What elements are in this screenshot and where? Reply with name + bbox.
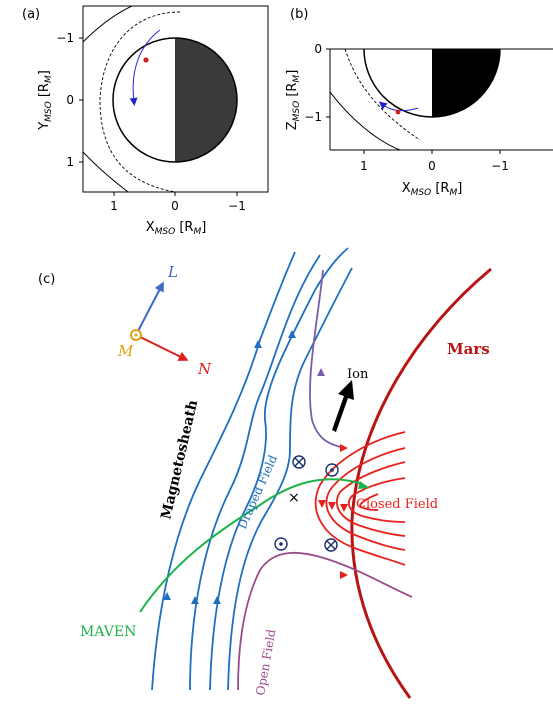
field-direction-symbols	[274, 455, 339, 552]
x-tick-label: 0	[171, 199, 179, 213]
arrowhead	[328, 502, 336, 510]
y-axis-label: ZMSO [RM]	[285, 70, 302, 131]
out-of-page-symbol	[274, 537, 288, 551]
into-page-cross	[294, 457, 304, 467]
mars-label: Mars	[447, 340, 490, 358]
arrowhead	[288, 330, 296, 338]
arrowhead	[191, 596, 199, 604]
into-page-symbol	[324, 538, 338, 552]
panel-a: (a) 1 0 −1 −1 0 1 XMSO [RM] YMSO [RM]	[22, 5, 269, 237]
mars-nightside	[175, 38, 237, 162]
closed-field-line	[314, 431, 406, 566]
arrowhead	[317, 368, 325, 376]
event-marker	[395, 109, 401, 115]
y-tick-label: 0	[314, 42, 322, 56]
x-tick-label: 1	[110, 199, 118, 213]
into-page-symbol	[292, 455, 306, 469]
out-of-page-dot	[279, 542, 283, 546]
bow-shock-line	[83, 6, 133, 43]
maven-track	[129, 29, 161, 106]
draped-field-label: Draped Field	[235, 453, 280, 532]
mars-outline	[363, 49, 501, 118]
panel-b-label: (b)	[290, 7, 308, 22]
into-page-cross	[326, 540, 336, 550]
arrowhead	[213, 596, 221, 604]
arrowhead	[163, 592, 171, 600]
m-axis-label: M	[117, 342, 134, 360]
x-axis-label: XMSO [RM]	[146, 220, 207, 237]
maven-label: MAVEN	[80, 624, 136, 640]
y-tick-label: −1	[304, 110, 322, 124]
closed-field-line	[325, 447, 406, 551]
draped-field-line	[189, 254, 321, 691]
y-tick-label: 1	[66, 155, 74, 169]
mpb-boundary	[99, 11, 181, 192]
ion-label: Ion	[347, 367, 369, 382]
mpb-boundary	[344, 49, 421, 141]
arrowhead	[340, 444, 348, 452]
x-tick-label: 1	[360, 159, 368, 173]
panel-c: (c) L M N Mars	[38, 247, 492, 699]
n-axis-arrow	[135, 334, 189, 361]
m-axis-dot	[134, 333, 138, 337]
bow-shock-line	[330, 91, 401, 150]
draped-arrowheads	[163, 330, 296, 604]
draped-field-lines	[151, 247, 353, 691]
bow-shock-line	[83, 151, 129, 192]
y-axis-label: YMSO [RM]	[37, 70, 54, 131]
y-tick-label: −1	[56, 31, 74, 45]
arrowhead	[340, 571, 348, 579]
l-axis-label: L	[167, 263, 178, 281]
closed-field-line	[359, 493, 379, 511]
closed-field-lines	[314, 431, 406, 566]
closed-arrowheads	[318, 500, 348, 512]
out-of-page-symbol	[325, 463, 339, 477]
mars-outline	[112, 37, 238, 163]
draped-field-line	[209, 247, 349, 691]
draped-field-line	[151, 251, 296, 691]
n-axis-label: N	[197, 360, 212, 378]
y-tick-label: 0	[66, 93, 74, 107]
arrowhead	[340, 504, 348, 512]
event-marker	[143, 57, 149, 63]
mars-surface	[350, 267, 492, 699]
lmn-axes: L M N	[117, 263, 212, 378]
draped-field-line	[227, 267, 353, 691]
x-tick-label: 0	[428, 159, 436, 173]
mars-dayside	[364, 49, 432, 117]
panel-b: (b) 1 0 −1 0 −1 XMSO [RM] ZMSO [RM]	[285, 7, 553, 198]
arrowhead	[254, 340, 262, 348]
arrowhead	[318, 500, 326, 508]
out-of-page-dot	[330, 468, 334, 472]
closed-field-line	[336, 461, 406, 537]
x-tick-label: −1	[228, 199, 246, 213]
magnetosheath-label: Magnetosheath	[158, 398, 201, 520]
x-tick-label: −1	[491, 159, 509, 173]
open-field-line-upper	[309, 269, 346, 449]
ion-arrow	[332, 380, 354, 432]
panel-a-label: (a)	[22, 7, 40, 22]
x-line-marker: ×	[288, 490, 300, 506]
x-axis-label: XMSO [RM]	[402, 181, 463, 198]
mars-nightside	[432, 49, 500, 117]
l-axis-arrow	[135, 281, 164, 336]
open-field-line-lower	[237, 551, 413, 691]
closed-field-line	[348, 477, 406, 523]
closed-field-label: Closed Field	[356, 497, 438, 512]
open-field-label: Open Field	[253, 628, 278, 697]
panel-c-label: (c)	[38, 272, 55, 287]
maven-arrowhead	[358, 481, 369, 489]
